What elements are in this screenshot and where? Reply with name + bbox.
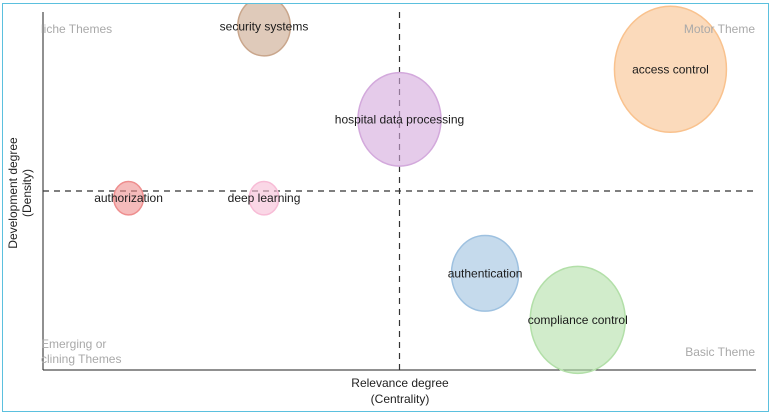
- bubble-layer: [112, 4, 728, 375]
- label-layer: security systems access control hospital d…: [94, 19, 709, 327]
- x-axis-title-line1: Relevance degree: [351, 376, 449, 390]
- bubble-label-hospital-data-processing: hospital data processing: [335, 112, 464, 126]
- quadrant-label-bottom-left-line1: Emerging or: [41, 337, 106, 351]
- chart-frame: security systems access control hospital d…: [2, 3, 769, 412]
- quadrant-label-top-right: Motor Theme: [684, 22, 755, 36]
- bubble-authorization: [112, 180, 145, 216]
- quadrant-label-bottom-right: Basic Theme: [685, 345, 755, 359]
- bubble-label-authentication: authentication: [448, 266, 523, 280]
- bubble-authentication: [450, 234, 520, 312]
- bubble-hospital-data-processing: [357, 71, 442, 167]
- bubble-deep-learning: [248, 180, 280, 216]
- bubble-label-access-control: access control: [632, 62, 709, 76]
- bubble-security-systems: [237, 4, 292, 57]
- quadrant-label-top-left: liche Themes: [41, 22, 112, 36]
- quadrant-label-bottom-left-line2: clining Themes: [41, 352, 121, 366]
- bubble-access-control: [613, 5, 728, 134]
- bubble-label-authorization: authorization: [94, 191, 163, 205]
- y-axis-title-line1: Development degree: [6, 137, 20, 249]
- bubble-compliance-control: [529, 265, 627, 375]
- thematic-map-chart: security systems access control hospital d…: [6, 4, 756, 406]
- y-axis-title-line2: (Density): [20, 169, 34, 217]
- bubble-label-deep-learning: deep learning: [228, 191, 301, 205]
- bubble-label-compliance-control: compliance control: [528, 313, 628, 327]
- bubble-label-security-systems: security systems: [220, 19, 309, 33]
- x-axis-title-line2: (Centrality): [371, 392, 430, 406]
